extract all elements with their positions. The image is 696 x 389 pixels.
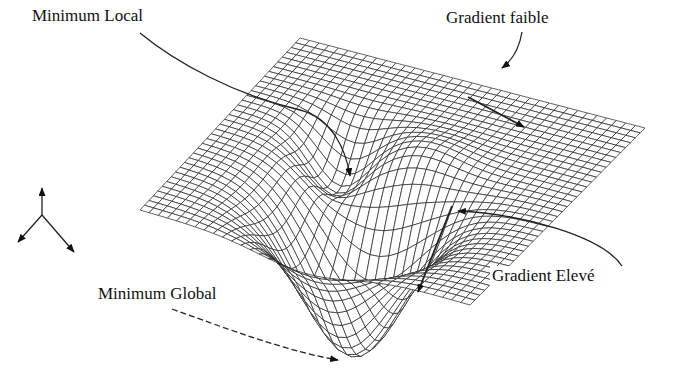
- mesh-cell: [461, 298, 475, 305]
- callout-label: Minimum Global: [96, 284, 219, 304]
- gradient-arrow: [468, 97, 524, 127]
- gradient-arrow: [418, 206, 452, 292]
- axis-arrow: [41, 188, 42, 215]
- callout-label: Minimum Local: [30, 6, 145, 26]
- leader-arrow: [458, 211, 622, 266]
- mesh-cell: [250, 249, 264, 254]
- axis-arrow: [42, 215, 74, 252]
- leader-arrow: [172, 309, 338, 360]
- callout-label: Gradient Elevé: [490, 266, 596, 286]
- leader-arrow: [502, 32, 522, 68]
- mesh-cell: [259, 254, 273, 259]
- callout-label: Gradient faible: [444, 8, 550, 28]
- axis-arrow: [18, 215, 42, 242]
- leader-arrow: [140, 33, 350, 176]
- mesh-cell: [241, 243, 255, 249]
